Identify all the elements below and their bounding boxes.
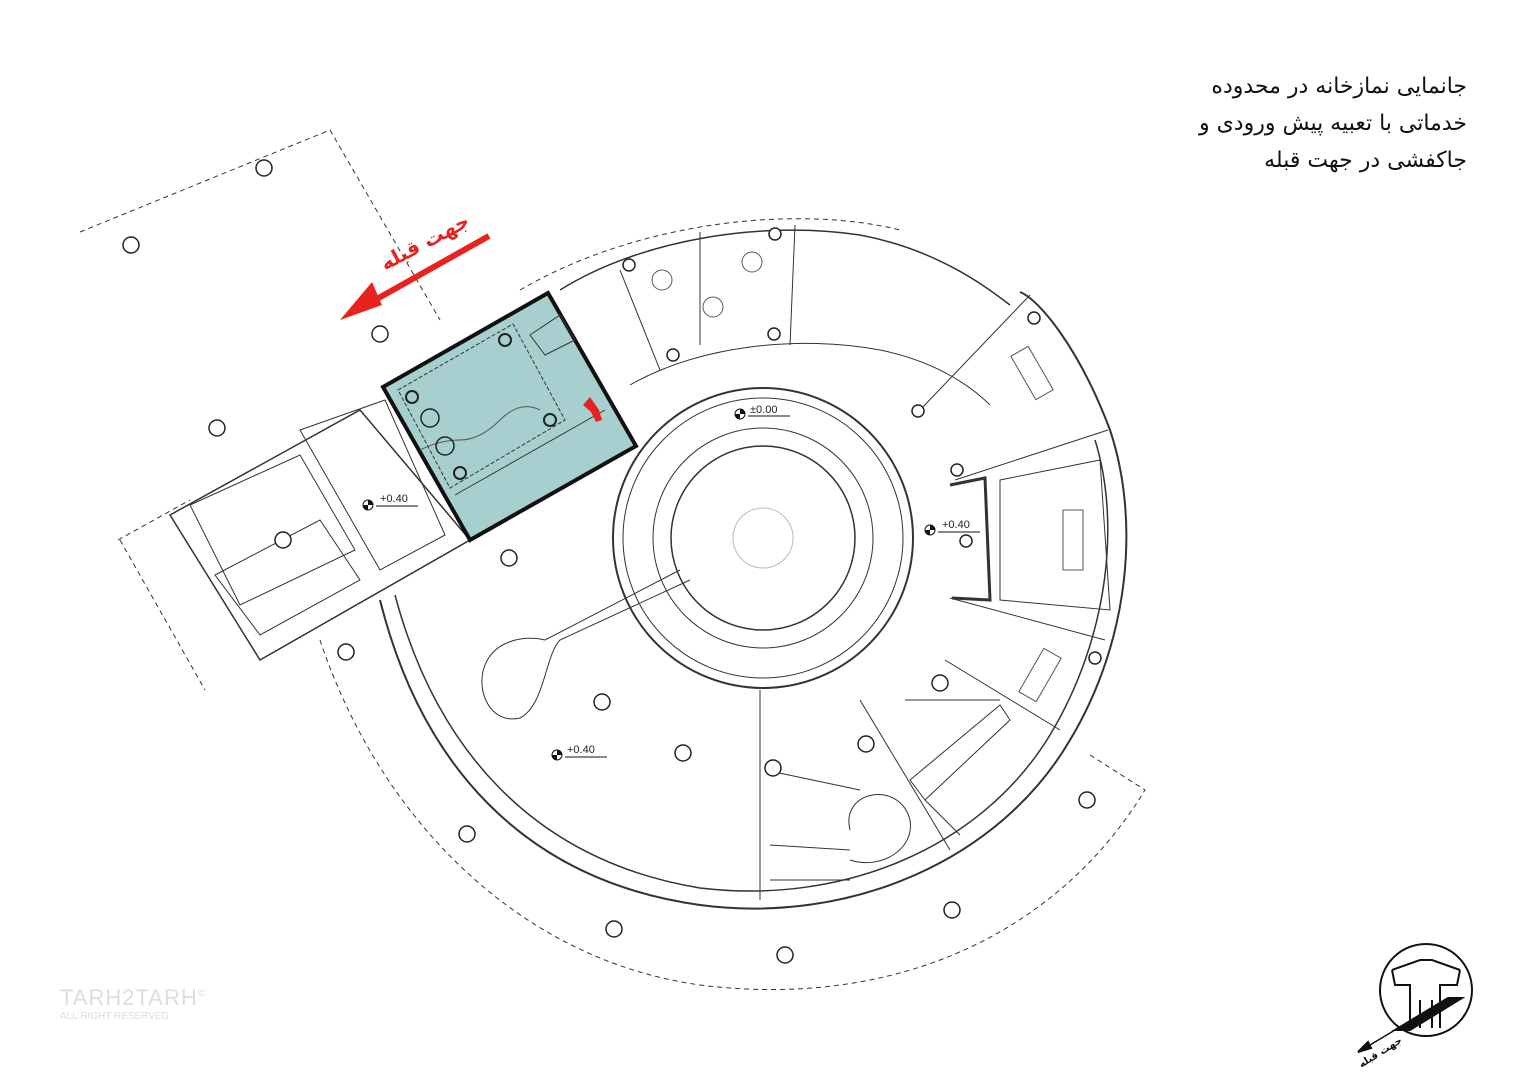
watermark-tagline: ALL RIGHT RESERVED: [60, 1011, 169, 1022]
courtyard-inner: [670, 445, 856, 631]
ramp-hatch: [909, 704, 1011, 836]
level-label: +0.40: [380, 493, 408, 505]
qibla-logo: جهت قبله: [1357, 943, 1473, 1070]
watermark-copyright: ©: [197, 988, 207, 1000]
title-line: جانمایی نمازخانه در محدوده: [1211, 74, 1467, 99]
level-label: +0.40: [567, 744, 595, 756]
furniture: [651, 251, 1084, 703]
hall-inner-ring: [622, 397, 904, 679]
watermark: TARH2TARH© ALL RIGHT RESERVED: [30, 985, 206, 1022]
watermark-brand: TARH2TARH: [60, 985, 198, 1010]
title-line: جاکفشی در جهت قبله: [1264, 148, 1467, 173]
left-wing-rooms: [189, 399, 446, 636]
logo-qibla-label: جهت قبله: [1357, 1035, 1404, 1070]
top-arc-wall-inner: [629, 342, 991, 406]
dashed-boundary-left: [79, 129, 441, 691]
courtyard-ring: [652, 427, 874, 649]
top-arc-wall: [559, 229, 1011, 306]
prayer-room-highlight: [380, 290, 639, 543]
keyhole-walkway: [481, 569, 691, 720]
hall-outer-ring: [612, 387, 914, 689]
thick-partition: [949, 476, 992, 602]
spiral-stair: [764, 769, 911, 881]
outer-wall-spiral-inner: [394, 439, 1109, 892]
title-line: خدماتی با تعبیه پیش ورودی و: [1198, 111, 1467, 136]
entry-arrow-icon: [583, 397, 602, 422]
qibla-label: جهت قبله: [376, 208, 473, 275]
dashed-boundary-outer: [319, 639, 1146, 991]
level-marker: +0.40: [362, 493, 418, 511]
level-label: ±0.00: [750, 404, 777, 416]
room-partitions: [619, 224, 1111, 900]
level-marker: +0.40: [924, 519, 980, 536]
level-label: +0.40: [942, 519, 970, 531]
level-marker: ±0.00: [734, 404, 790, 420]
level-marker: +0.40: [551, 744, 607, 761]
qibla-arrow: جهت قبله: [340, 208, 491, 320]
outer-wall-spiral: [379, 291, 1128, 910]
dashed-boundary-arc: [519, 218, 901, 291]
sheet-title: جانمایی نمازخانه در محدوده خدماتی با تعب…: [1199, 68, 1467, 179]
columns: [122, 159, 1102, 964]
fountain: [732, 507, 794, 569]
